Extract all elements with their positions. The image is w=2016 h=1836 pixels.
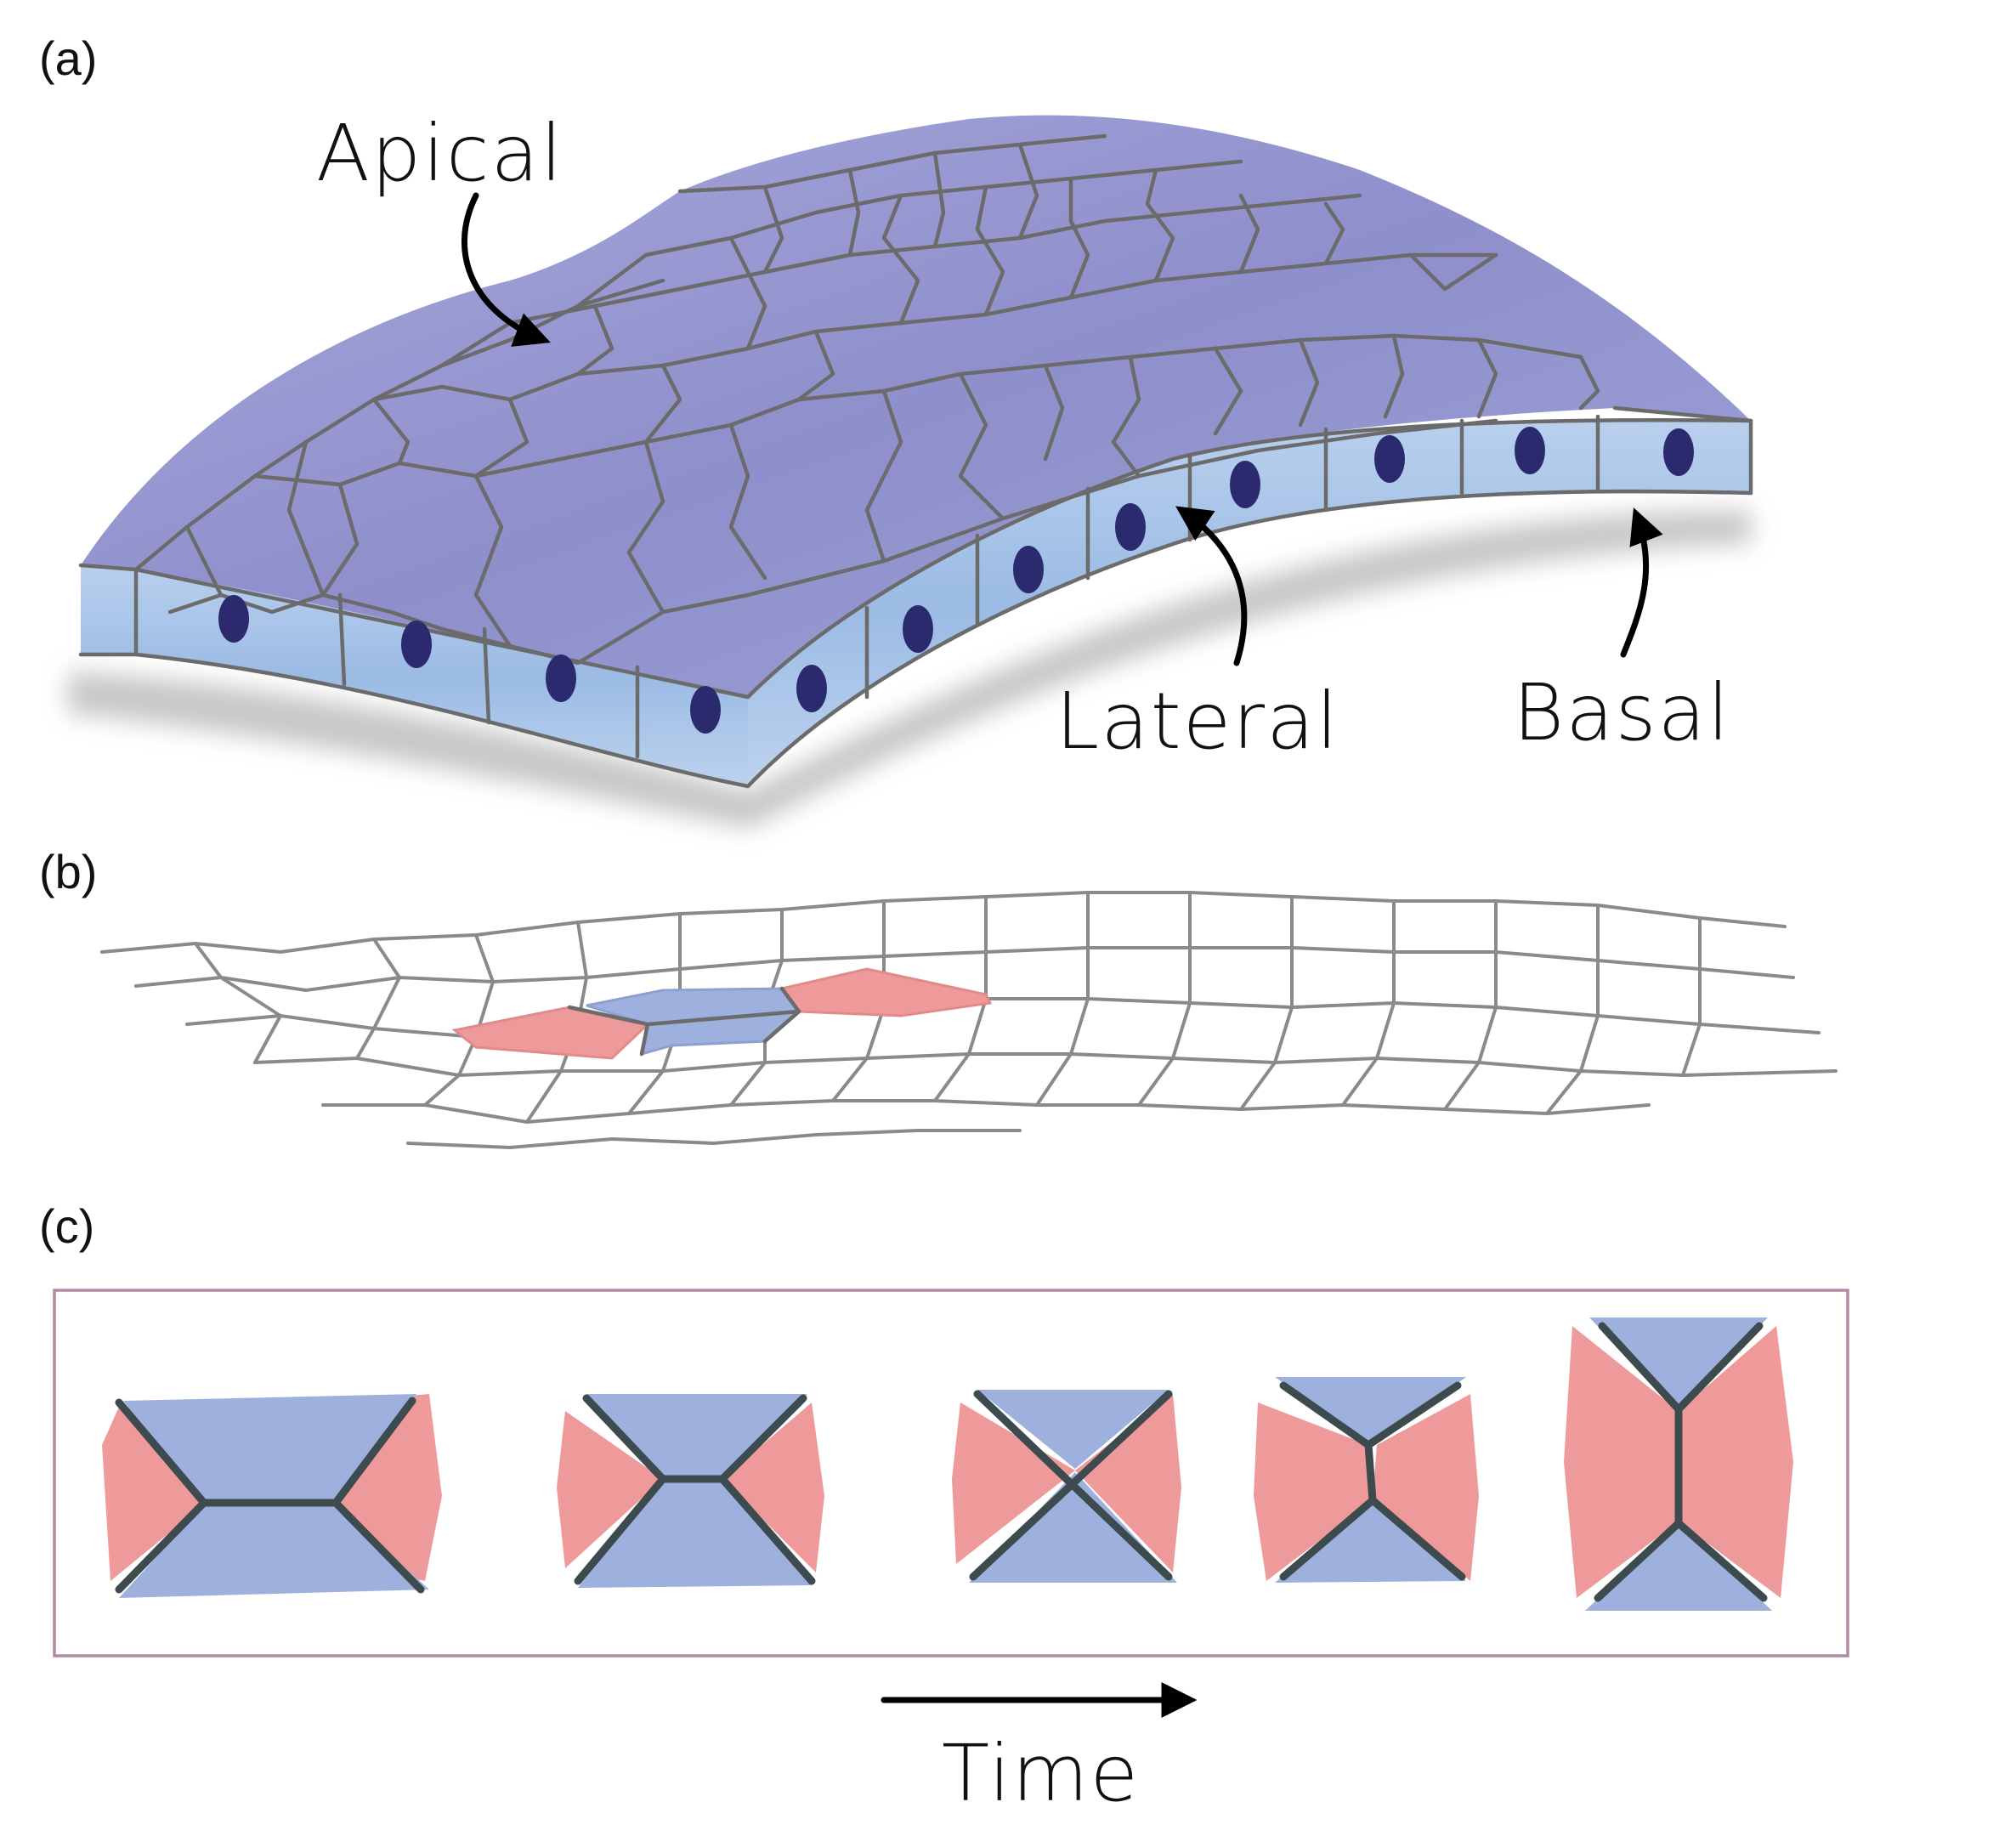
apical-arrow [461, 192, 551, 347]
highlight-junctions [567, 986, 801, 1057]
t1-stage-4 [1254, 1377, 1479, 1583]
time-label: Time [942, 1728, 1140, 1819]
apical-label: Apical [316, 108, 563, 199]
lateral-arrow [1175, 506, 1248, 666]
time-series-frame [53, 1289, 1849, 1658]
t1-stage-3 [952, 1390, 1181, 1583]
nucleus [796, 665, 827, 712]
nucleus [218, 595, 249, 643]
panel-c-label: (c) [39, 1199, 94, 1253]
panel-b-label: (b) [39, 845, 97, 898]
red-cell-right [779, 967, 993, 1017]
basal-label: Basal [1513, 667, 1731, 758]
right-end-outline [1612, 405, 1753, 496]
flat-cell-network [100, 891, 1838, 1149]
nucleus [690, 686, 721, 734]
front-lateral-cells [218, 592, 721, 759]
panel-a-label: (a) [39, 31, 97, 85]
apical-edge-outline [133, 417, 1753, 700]
basal-arrow [1620, 507, 1663, 658]
nucleus [1515, 427, 1545, 474]
t1-stage-5 [1564, 1318, 1793, 1611]
nucleus [903, 605, 933, 653]
nucleus [1374, 435, 1405, 483]
nucleus [1013, 546, 1044, 593]
nucleus [401, 620, 432, 668]
highlighted-cell-quartet [451, 967, 993, 1060]
red-cell-left [451, 1006, 651, 1060]
apical-surface [81, 115, 1751, 697]
nucleus [546, 654, 576, 702]
left-end-outline [78, 563, 139, 657]
lateral-label: Lateral [1056, 676, 1339, 767]
nucleus [1115, 503, 1146, 551]
nucleus [1230, 461, 1260, 508]
epithelial-sheet-3d [68, 115, 1753, 829]
t1-stage-2 [557, 1394, 824, 1588]
nucleus [1663, 428, 1694, 476]
sheet-shadow [68, 510, 1751, 829]
basal-edge-outline [78, 489, 1753, 789]
t1-stage-1 [102, 1394, 442, 1598]
